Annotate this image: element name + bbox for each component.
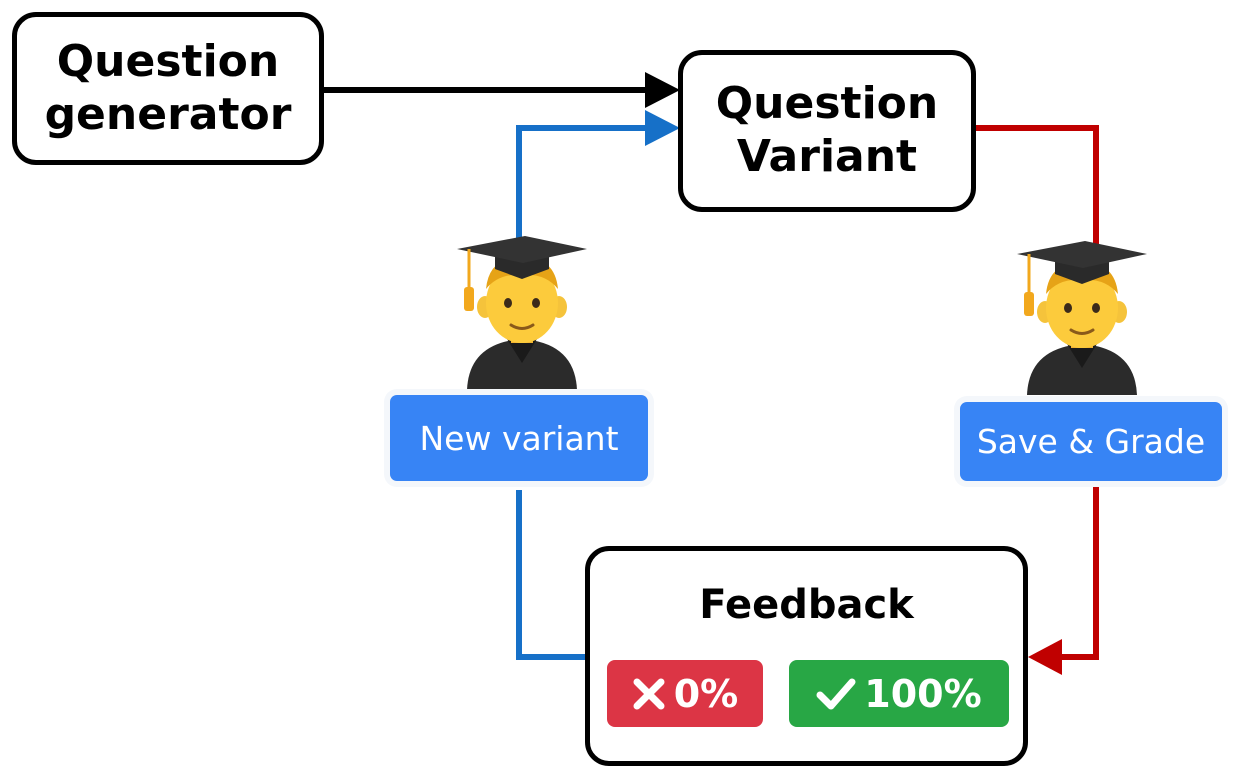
arrow-save-to-feedback <box>1062 485 1099 660</box>
new-variant-button-label: New variant <box>419 418 619 458</box>
arrowhead-blue <box>645 110 680 146</box>
question-variant-label-line1: Question <box>715 78 939 130</box>
score-pass-value: 100% <box>864 671 982 716</box>
new-variant-button[interactable]: New variant <box>390 395 648 481</box>
question-variant-label-line2: Variant <box>736 131 918 182</box>
student-icon <box>457 236 587 390</box>
feedback-title: Feedback <box>699 582 914 628</box>
x-icon <box>633 678 665 709</box>
feedback-node: Feedback <box>585 546 1028 766</box>
check-icon <box>816 678 856 709</box>
arrowhead-red <box>1028 639 1062 675</box>
score-badge-fail: 0% <box>607 660 763 727</box>
score-badge-pass: 100% <box>789 660 1009 727</box>
question-variant-node: Question Variant <box>678 50 976 212</box>
student-icon <box>1017 241 1147 395</box>
arrow-new-variant-to-variant <box>516 125 645 240</box>
question-generator-label-line2: generator <box>44 88 292 140</box>
save-grade-button[interactable]: Save & Grade <box>960 402 1222 481</box>
question-generator-label-line1: Question <box>56 35 280 87</box>
score-fail-value: 0% <box>673 671 739 716</box>
arrow-feedback-to-new-variant <box>516 490 585 660</box>
arrowhead-black <box>645 72 680 108</box>
question-generator-node: Question generator <box>12 12 324 165</box>
arrow-variant-to-save <box>976 125 1099 245</box>
save-grade-button-label: Save & Grade <box>976 422 1206 461</box>
